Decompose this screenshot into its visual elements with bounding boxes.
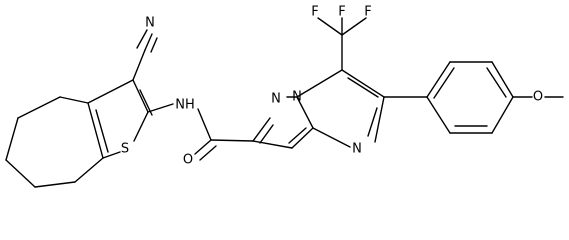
- pyrimidine-nitrogen-label: N: [352, 142, 362, 157]
- bond-lines: [5, 17, 564, 188]
- atom-labels: N NH S O N N N O F F F: [121, 5, 543, 168]
- amide-oxygen-label: O: [183, 153, 193, 168]
- bridgehead-nitrogen-label: N: [292, 90, 302, 105]
- amide-nh-label: NH: [175, 98, 195, 113]
- thiophene-sulfur-label: S: [121, 142, 129, 157]
- fluorine-label-1: F: [311, 5, 318, 20]
- pyrazole-nitrogen-label: N: [271, 92, 281, 107]
- fluorine-label-2: F: [338, 5, 345, 20]
- chemical-structure-diagram: N NH S O N N N O F F F: [5, 5, 564, 188]
- methoxy-oxygen-label: O: [533, 90, 543, 105]
- fluorine-label-3: F: [364, 5, 371, 20]
- nitrile-nitrogen-label: N: [145, 16, 155, 31]
